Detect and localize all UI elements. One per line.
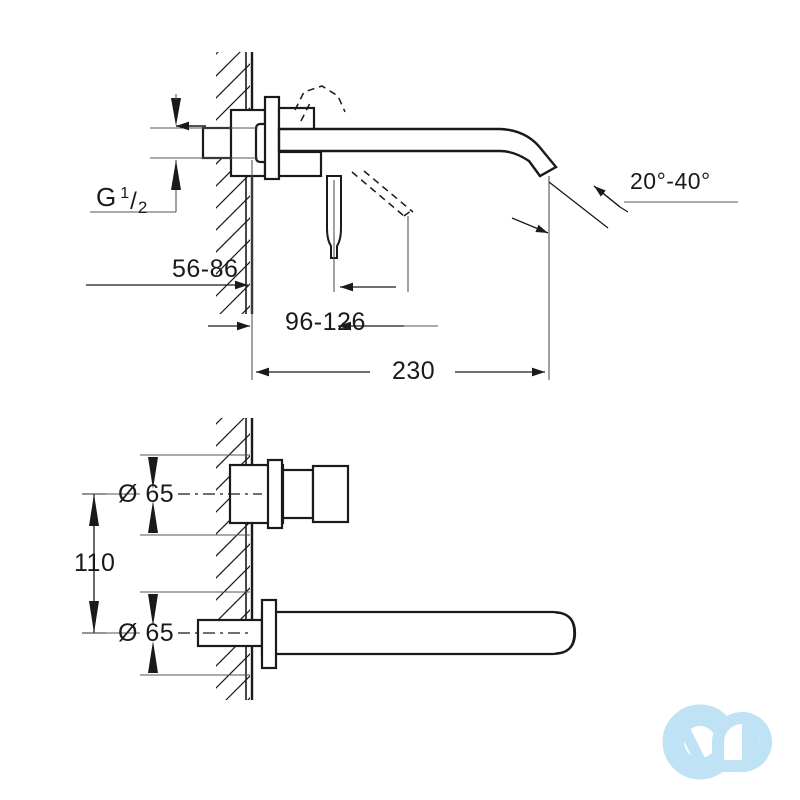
dim-center-distance-ticks <box>82 493 106 634</box>
cd-logo-watermark <box>662 704 772 780</box>
dim-diameter-upper-arrows <box>148 457 158 533</box>
escutcheon-plate-plan-lower <box>260 598 278 670</box>
thread-numerator: 1 <box>120 185 130 202</box>
label-diameter-upper: Ø 65 <box>118 480 175 508</box>
extension-lines-top <box>150 127 550 380</box>
label-outlet-angle: 20°-40° <box>630 168 711 194</box>
label-handle-span: 96-126 <box>285 308 366 336</box>
spout-outlet-face <box>528 160 541 177</box>
spout-tip-plan <box>555 612 575 654</box>
label-diameter-lower: Ø 65 <box>118 619 175 647</box>
dim-diameter-lower-arrows <box>148 594 158 673</box>
label-projection-range: 56-86 <box>172 255 239 283</box>
view-side-elevation <box>86 52 738 380</box>
wall-face-top <box>245 52 254 314</box>
handle-swing-dashed <box>294 85 414 217</box>
inlet-height-arrows <box>171 98 181 190</box>
outlet-angle-leaders <box>511 181 629 234</box>
thread-denominator: 2 <box>137 197 148 217</box>
spout-plan <box>196 610 577 656</box>
label-spout-reach: 230 <box>392 357 436 385</box>
dim-center-distance-arrows <box>89 494 99 633</box>
escutcheon-plate-upper <box>263 95 281 181</box>
escutcheon-plate-plan-upper <box>266 458 284 530</box>
thread-slash: / <box>130 188 137 215</box>
thread-prefix: G <box>96 182 117 212</box>
view-plan <box>82 418 577 700</box>
label-center-distance: 110 <box>74 549 116 577</box>
